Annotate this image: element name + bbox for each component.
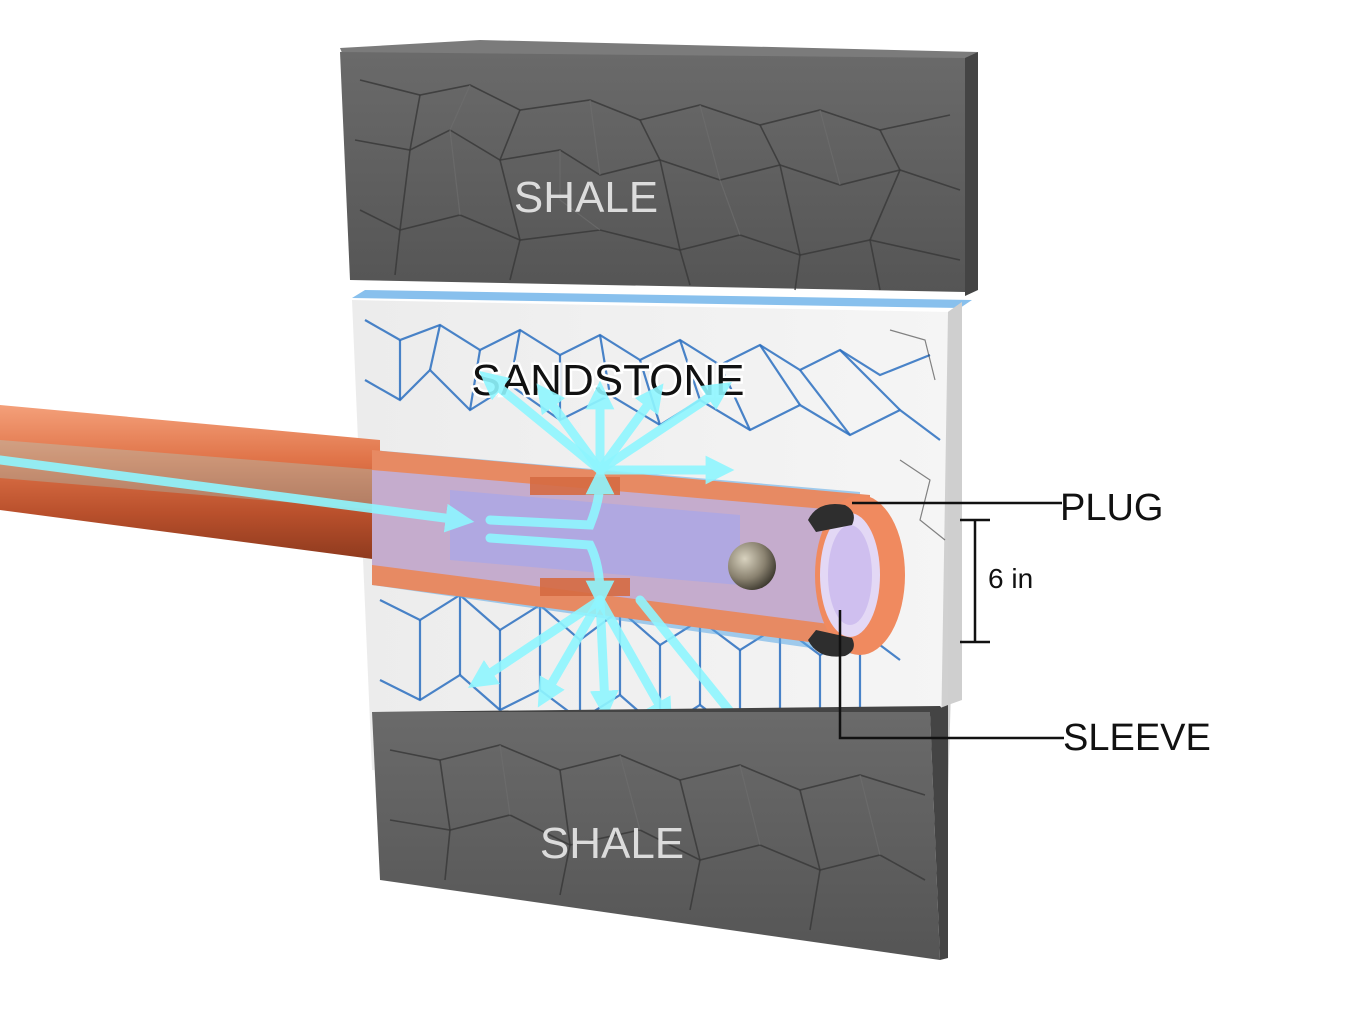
dimension-marker: 6 in	[960, 518, 1033, 644]
plug-callout: PLUG	[852, 487, 1163, 529]
shale-bottom-label: SHALE	[540, 819, 684, 868]
plug-seal-bottom	[808, 630, 854, 657]
sleeve-label: SLEEVE	[1063, 717, 1211, 759]
plug-seal-top	[808, 504, 854, 532]
fluid-flow-arrows	[0, 370, 755, 742]
plug-label: PLUG	[1060, 487, 1163, 529]
ball-icon	[728, 542, 776, 590]
shale-top-label: SHALE	[514, 173, 658, 222]
dimension-label: 6 in	[988, 563, 1033, 594]
shale-top-block: SHALE	[340, 40, 978, 296]
sleeve-callout: SLEEVE	[838, 610, 1211, 759]
wellbore	[0, 405, 905, 657]
shale-bottom-block: SHALE	[372, 705, 948, 960]
